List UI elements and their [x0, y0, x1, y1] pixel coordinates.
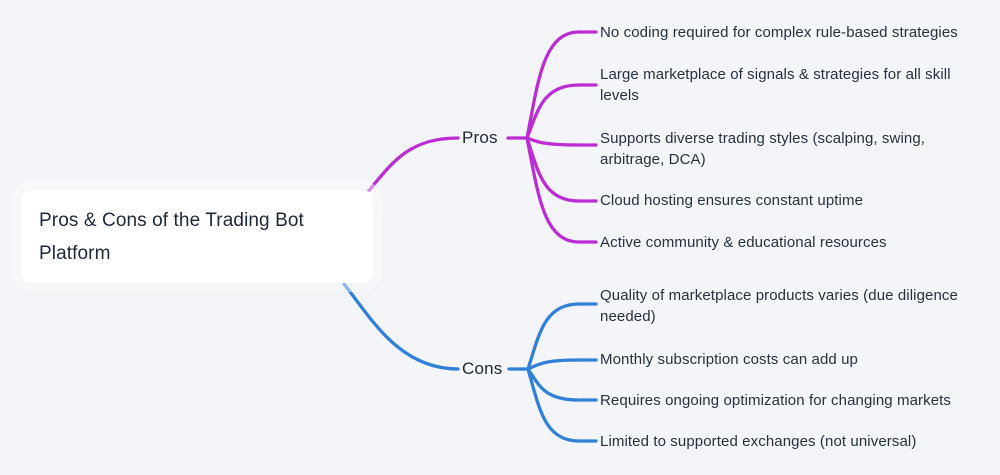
cons-curve-1 — [526, 302, 598, 371]
branch-node-cons: Cons — [462, 359, 503, 378]
root-node: Pros & Cons of the Trading Bot Platform — [21, 190, 373, 283]
leaf-node-cons-2: Monthly subscription costs can add up — [600, 351, 859, 368]
cons-curve-4 — [526, 367, 598, 443]
root-to-pros-curve — [365, 136, 460, 195]
leaf-node-cons-4: Limited to supported exchanges (not univ… — [600, 433, 917, 450]
pros-curve-2 — [525, 83, 598, 140]
leaf-node-pros-2: Large marketplace of signals & strategie… — [600, 66, 951, 104]
leaf-node-pros-1: No coding required for complex rule-base… — [600, 24, 958, 41]
cons-curve-2 — [526, 358, 598, 371]
branch-node-pros: Pros — [462, 128, 498, 147]
root-node-label: Pros & Cons of the Trading Bot Platform — [39, 210, 304, 264]
leaf-node-pros-4: Cloud hosting ensures constant uptime — [600, 192, 864, 209]
root-to-cons-curve — [342, 282, 460, 371]
leaf-node-pros-3: Supports diverse trading styles (scalpin… — [600, 130, 926, 168]
pros-curve-5 — [525, 136, 598, 244]
leaf-node-pros-5: Active community & educational resources — [600, 234, 887, 251]
pros-curve-1 — [525, 30, 598, 140]
leaf-node-cons-3: Requires ongoing optimization for changi… — [600, 392, 952, 409]
leaf-node-cons-1: Quality of marketplace products varies (… — [600, 287, 958, 325]
cons-branch-curves — [342, 282, 598, 443]
pros-branch-curves — [365, 30, 598, 244]
cons-curve-3 — [526, 367, 598, 402]
pros-curve-3 — [525, 136, 598, 147]
